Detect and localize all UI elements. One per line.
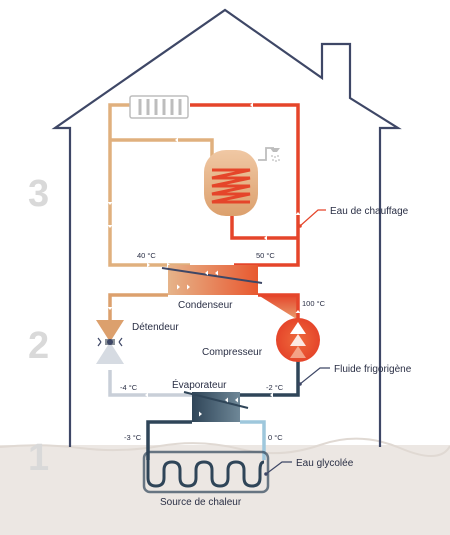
radiator: [129, 95, 189, 119]
ground: [0, 445, 450, 535]
temp-evaporator-out: -2 °C: [266, 383, 284, 392]
expansion-valve-label: Détendeur: [132, 322, 179, 333]
refrigerant-callout: Fluide frigorigène: [298, 364, 412, 386]
refrigerant-circuit: [108, 293, 300, 397]
temp-expansion-out: -4 °C: [120, 383, 138, 392]
level-3: 3: [28, 173, 49, 215]
level-1: 1: [28, 437, 49, 479]
temp-heating-return: 40 °C: [137, 251, 156, 260]
house-outline: [51, 8, 402, 447]
evaporator: [183, 391, 249, 422]
temp-glycol-out: -3 °C: [124, 433, 142, 442]
condenser-label: Condenseur: [178, 300, 233, 311]
heating-water-callout: Eau de chauffage: [298, 206, 409, 228]
svg-text:Eau de chauffage: Eau de chauffage: [330, 206, 409, 217]
compressor: [276, 318, 320, 362]
glycol-water-callout: Eau glycolée: [264, 458, 354, 476]
heat-source-label: Source de chaleur: [160, 497, 242, 508]
level-2: 2: [28, 325, 49, 367]
svg-text:Eau glycolée: Eau glycolée: [296, 458, 354, 469]
refrigerant-flow-arrows: [107, 307, 301, 398]
compressor-label: Compresseur: [202, 347, 263, 358]
hot-water-tank: [204, 147, 280, 216]
temp-compressor-out: 100 °C: [302, 299, 326, 308]
svg-text:Fluide frigorigène: Fluide frigorigène: [334, 364, 412, 375]
evaporator-label: Évaporateur: [172, 378, 227, 391]
temp-heating-flow: 50 °C: [256, 251, 275, 260]
condenser: [161, 265, 263, 295]
expansion-valve: [96, 320, 124, 364]
ground-texture: [0, 437, 450, 457]
temp-glycol-in: 0 °C: [268, 433, 283, 442]
